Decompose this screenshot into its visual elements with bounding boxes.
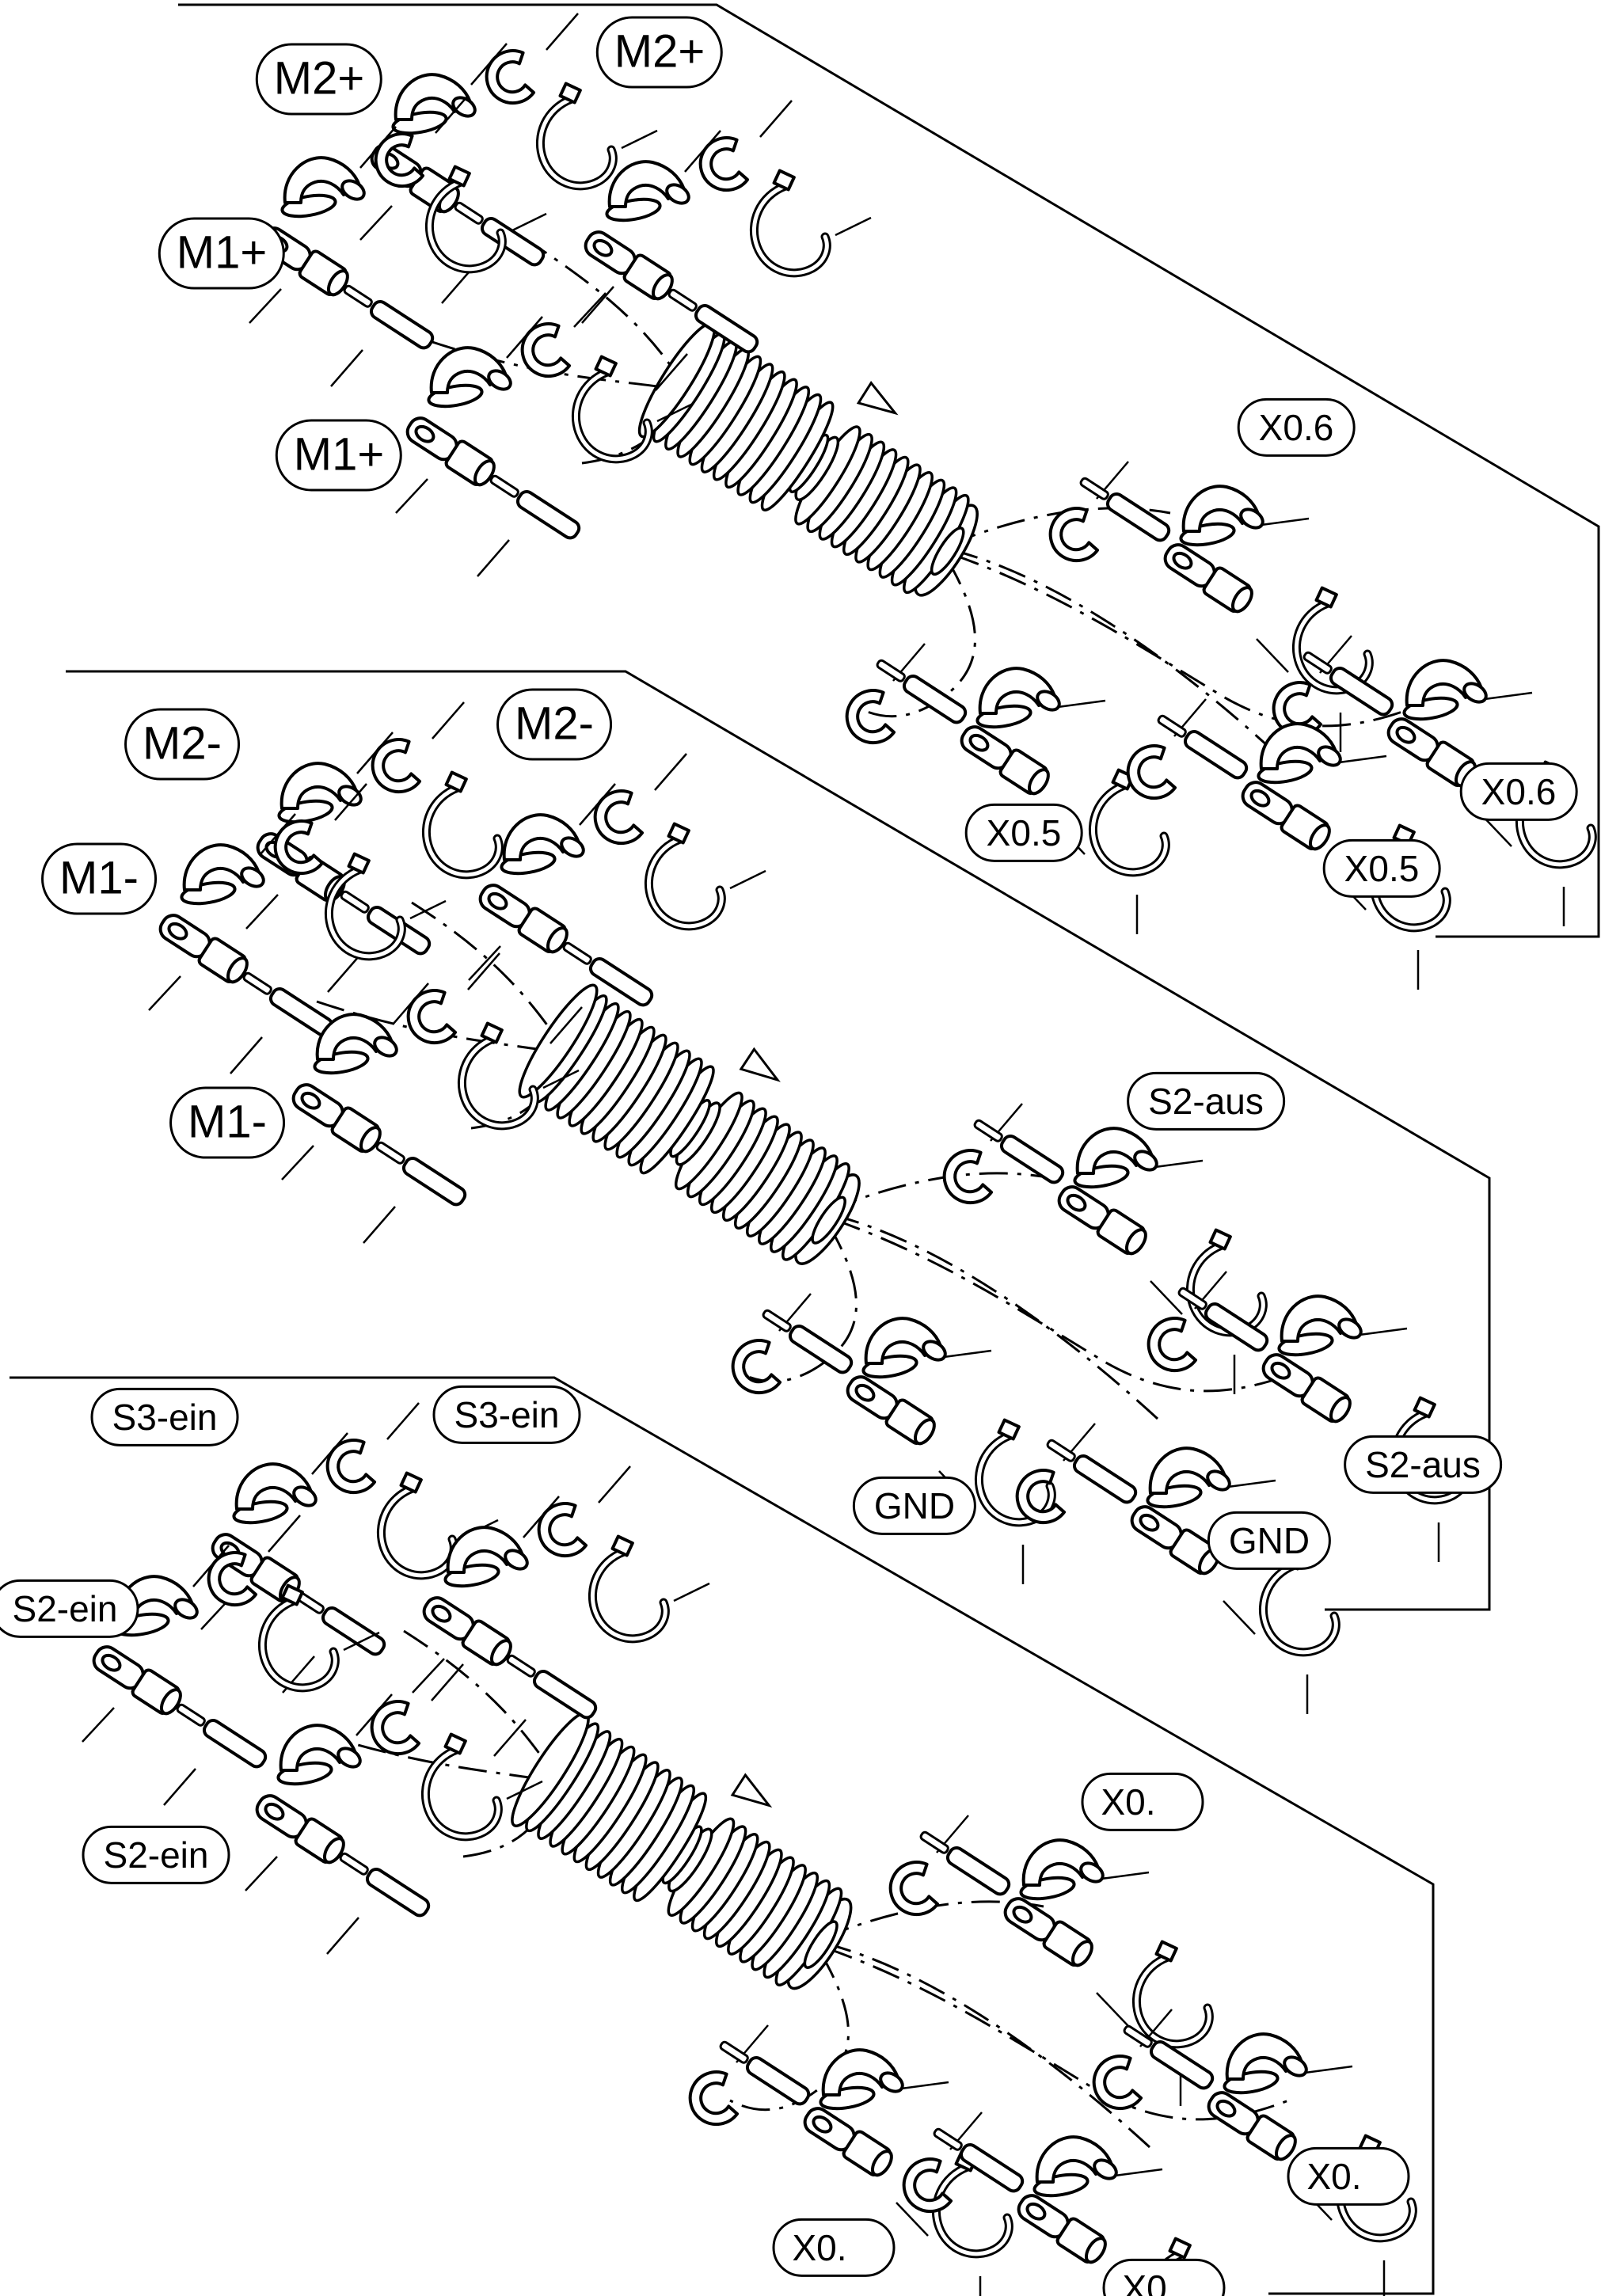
wire-end-cluster [727,1294,1051,1584]
cable-line [832,1218,1303,1393]
wire-end-cluster [282,953,579,1243]
triangle-marker [739,1047,781,1082]
wire-end-cluster [1088,2009,1413,2296]
wire-end-cluster [149,784,446,1074]
wire-end-cluster [469,754,766,1043]
cable-line [831,1213,1159,1420]
wire-end-cluster [82,1515,379,1805]
cable-line [829,1172,1052,1211]
cable-line [729,1952,850,2112]
harness-motor-plus [178,3,1600,990]
corrugated-tube [511,1712,853,1990]
cable-line [823,1941,1151,2149]
wire-end-cluster [684,2025,1009,2296]
wire-end-cluster [898,2112,1223,2296]
cable-line [856,558,976,718]
corrugated-tube [518,983,861,1265]
wire-end-cluster [245,1664,542,1954]
wire-end-cluster [1143,1272,1467,1562]
frame-line [178,3,1600,938]
harness-switch [10,1376,1435,2296]
cable-line [949,548,1278,755]
cable-line [403,1629,554,1773]
corrugated-tube [637,321,979,597]
cable-line [824,1946,1295,2121]
wire-end-cluster [841,644,1166,934]
harness-motor-minus [66,670,1491,1714]
triangle-marker [730,1773,773,1808]
wire-end-cluster [249,97,546,386]
wire-end-cluster [1044,462,1369,752]
frame-line [66,670,1491,1611]
wire-end-cluster [396,287,693,576]
frame-line [10,1376,1435,2295]
triangle-marker [856,381,899,416]
wire-end-cluster [413,1466,709,1756]
cable-line [951,553,1422,728]
cable-line [411,901,562,1044]
wire-end-cluster [1268,636,1592,926]
cable-line [522,236,681,379]
